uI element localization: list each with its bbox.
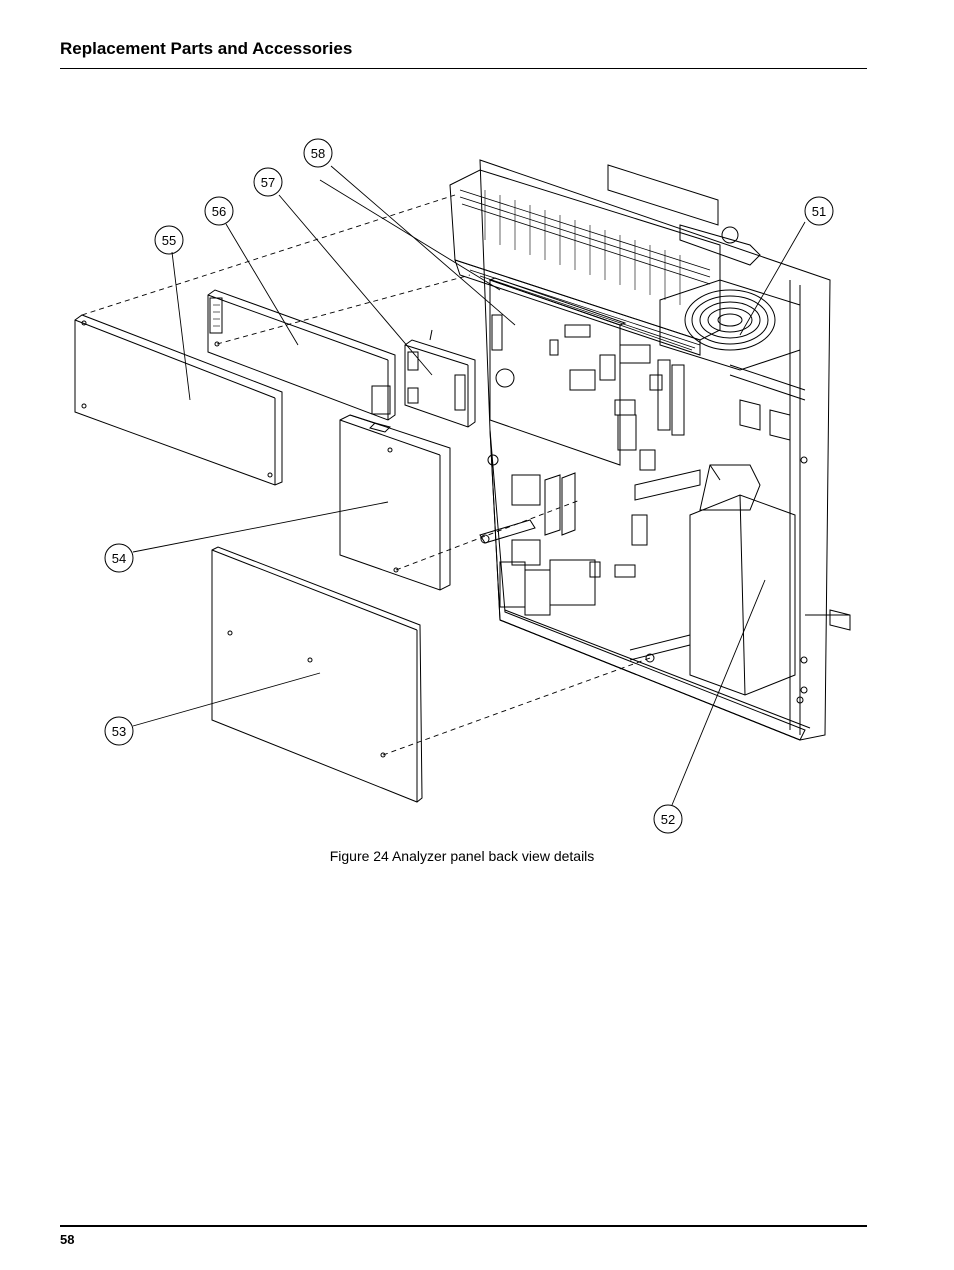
part-56-display-board — [207, 289, 396, 421]
part-57-small-board — [404, 329, 476, 428]
callout-51: 51 — [812, 204, 826, 219]
part-55-cover-plate — [74, 314, 283, 486]
callout-54: 54 — [112, 551, 126, 566]
part-53-back-panel — [211, 546, 423, 803]
page-header: Replacement Parts and Accessories — [60, 38, 867, 69]
section-title: Replacement Parts and Accessories — [60, 39, 353, 58]
analyzer-panel-drawing: 51 52 53 54 55 56 57 58 — [74, 138, 851, 834]
callout-57: 57 — [261, 175, 275, 190]
callout-52: 52 — [661, 812, 675, 827]
page-footer: 58 — [60, 1225, 867, 1251]
callout-circles — [104, 138, 834, 834]
callout-53: 53 — [112, 724, 126, 739]
figure-caption: Figure 24 Analyzer panel back view detai… — [329, 848, 595, 864]
callout-56: 56 — [212, 204, 226, 219]
callout-58: 58 — [311, 146, 325, 161]
part-54-enclosure — [339, 414, 451, 591]
leader-lines — [132, 165, 806, 806]
fan-icon — [659, 279, 801, 371]
alignment-lines — [81, 194, 651, 756]
callout-55: 55 — [162, 233, 176, 248]
page-number: 58 — [60, 1232, 75, 1247]
exploded-view-figure: 51 52 53 54 55 56 57 58 — [60, 130, 867, 840]
analyzer-chassis — [449, 159, 851, 741]
